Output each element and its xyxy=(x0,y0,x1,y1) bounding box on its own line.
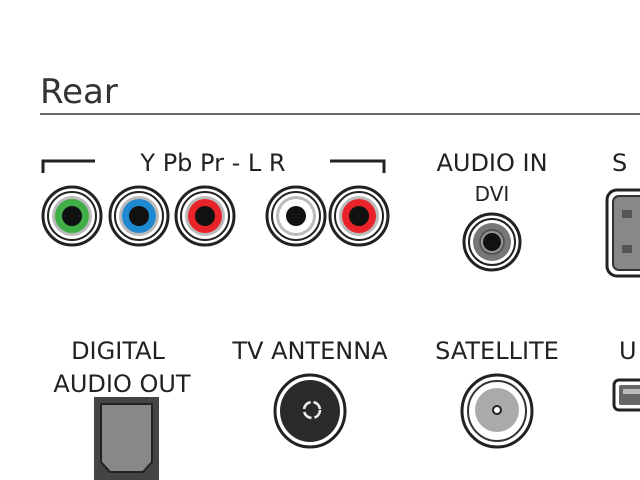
dvi-label: DVI xyxy=(475,182,510,206)
bracket-right xyxy=(330,159,386,173)
tv-antenna-jack[interactable] xyxy=(273,373,347,449)
section-title: Rear xyxy=(40,72,118,112)
rca-jack-y[interactable] xyxy=(41,185,103,247)
rca-jacks xyxy=(41,185,390,247)
rca-jack-pb[interactable] xyxy=(108,185,170,247)
rca-jack-pr[interactable] xyxy=(174,185,236,247)
rca-jack-l[interactable] xyxy=(265,185,327,247)
digital-label: DIGITAL xyxy=(71,337,165,365)
tv-antenna-label: TV ANTENNA xyxy=(231,337,388,365)
s-video-connector[interactable] xyxy=(605,188,640,278)
audio-out-label: AUDIO OUT xyxy=(53,370,191,398)
rca-jack-r[interactable] xyxy=(328,185,390,247)
digital-audio-out-optical-port[interactable] xyxy=(94,397,159,480)
audio-in-dvi-jack[interactable] xyxy=(462,212,522,272)
satellite-jack[interactable] xyxy=(460,373,534,449)
s-video-label: S xyxy=(612,149,627,177)
audio-in-label: AUDIO IN xyxy=(436,149,547,177)
satellite-label: SATELLITE xyxy=(435,337,559,365)
bracket-left xyxy=(41,159,95,173)
component-label: Y Pb Pr - L R xyxy=(139,149,285,177)
usb-label: U xyxy=(619,337,637,365)
usb-port[interactable] xyxy=(612,378,640,412)
